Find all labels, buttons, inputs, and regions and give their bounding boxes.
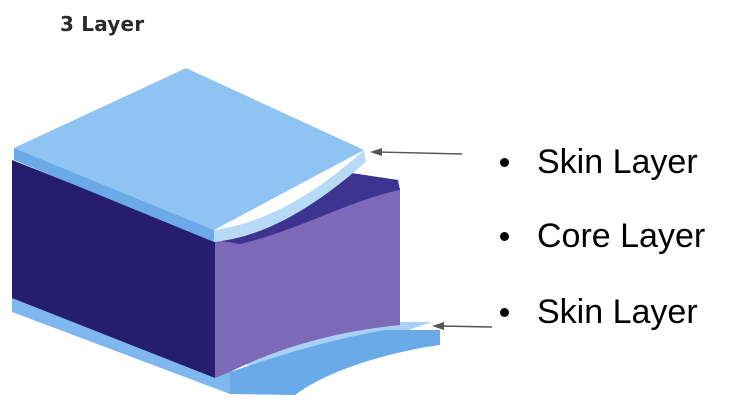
core-layer xyxy=(12,160,400,378)
label-skin-layer-top: Skin Layer xyxy=(500,143,698,182)
arrow-skin-bottom-line xyxy=(439,325,493,328)
bullet-icon xyxy=(500,232,509,241)
arrows xyxy=(370,148,493,330)
core-side-face xyxy=(215,178,400,378)
label-core-layer: Core Layer xyxy=(500,217,705,256)
bullet-icon xyxy=(500,158,509,167)
label-text: Core Layer xyxy=(537,217,706,255)
diagram-title: 3 Layer xyxy=(60,12,145,36)
label-skin-layer-bottom: Skin Layer xyxy=(500,293,698,332)
arrow-skin-bottom-head xyxy=(432,322,444,330)
arrow-skin-top-head xyxy=(370,148,382,156)
label-text: Skin Layer xyxy=(537,293,698,331)
top-skin-right-edge xyxy=(214,150,366,242)
bullet-icon xyxy=(500,308,509,317)
top-skin-front-edge xyxy=(14,148,214,242)
top-skin-layer xyxy=(14,68,366,242)
top-skin-top-face xyxy=(14,68,364,230)
core-front-face xyxy=(12,160,215,378)
label-text: Skin Layer xyxy=(537,143,698,181)
bottom-skin-side-face xyxy=(230,330,440,395)
arrow-skin-top-line xyxy=(379,151,463,155)
